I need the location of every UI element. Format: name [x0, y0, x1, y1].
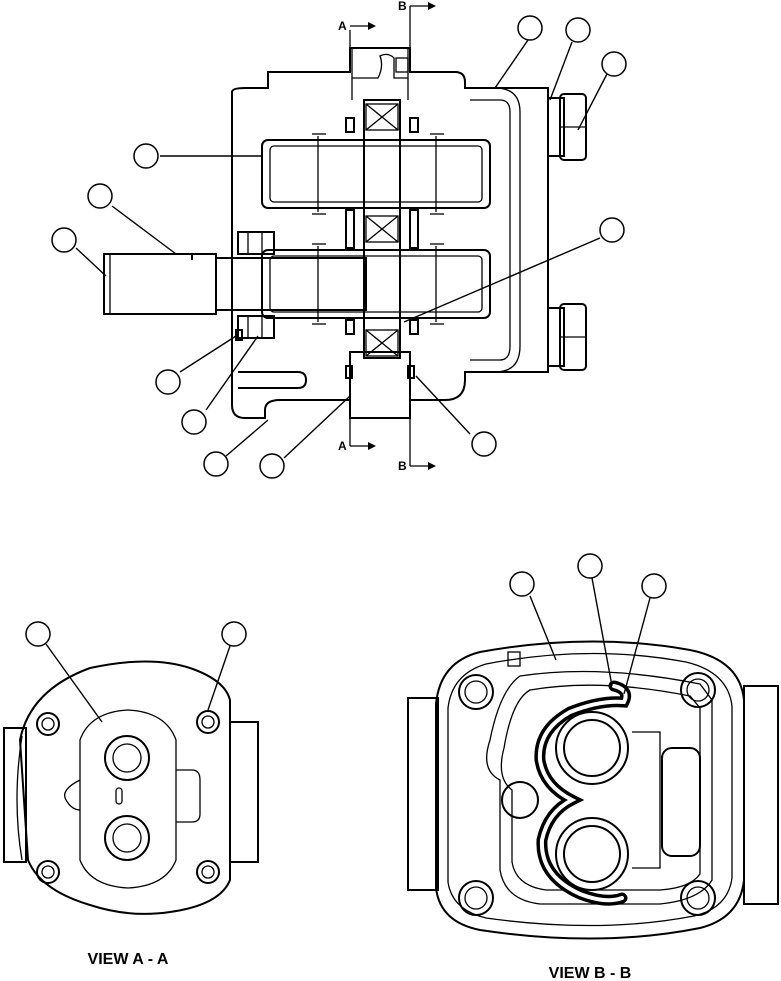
gear-teeth-marks: [312, 133, 444, 325]
bolt-lower: [547, 303, 587, 371]
callout-bubble: [155, 369, 181, 395]
callout-bubble: [641, 573, 667, 599]
callout-bubble: [87, 183, 113, 209]
callout-bubble: [51, 227, 77, 253]
callout-bubble: [203, 451, 229, 477]
callout-bubble: [599, 217, 625, 243]
sectional-view: A B A B: [51, 0, 627, 479]
drive-shaft: [103, 253, 367, 315]
callout-bubble: [577, 553, 603, 579]
view-b-inner-contour: [486, 670, 713, 905]
caption-view-b: VIEW B - B: [549, 965, 632, 981]
section-mark-b-top: B: [398, 0, 407, 13]
view-b-body: [435, 640, 745, 940]
section-mark-a-top: A: [338, 19, 347, 33]
view-a-a: VIEW A - A: [3, 621, 259, 968]
callout-bubble: [517, 15, 543, 41]
callout-bubble: [133, 143, 159, 169]
callout-bubble: [181, 409, 207, 435]
upper-gear: [261, 136, 491, 212]
bearing-column: [345, 48, 419, 419]
leader-lines-top: [75, 39, 609, 459]
view-b-left-flange: [407, 697, 439, 891]
section-mark-a-bottom: A: [338, 439, 347, 453]
view-b-right-flange: [743, 685, 779, 905]
section-mark-b-bottom: B: [398, 459, 407, 473]
callout-bubble: [601, 51, 627, 77]
callout-bubble: [221, 621, 247, 647]
callout-bubble: [259, 453, 285, 479]
drain-slot: [238, 371, 308, 389]
view-a-left-flange: [3, 727, 27, 863]
view-a-body: [18, 660, 231, 915]
section-line-a: [349, 22, 376, 450]
pump-housing: [231, 47, 549, 419]
shaft-seal: [235, 231, 275, 341]
view-a-right-flange: [229, 721, 259, 863]
callout-bubble: [25, 621, 51, 647]
callout-bubble: [509, 571, 535, 597]
callout-bubble: [471, 431, 497, 457]
caption-view-a: VIEW A - A: [88, 951, 169, 968]
section-line-b: [409, 2, 436, 470]
callout-bubble: [565, 17, 591, 43]
bolt-upper: [547, 93, 587, 161]
view-b-b: VIEW B - B: [407, 553, 779, 981]
view-a-plate: [79, 709, 177, 889]
